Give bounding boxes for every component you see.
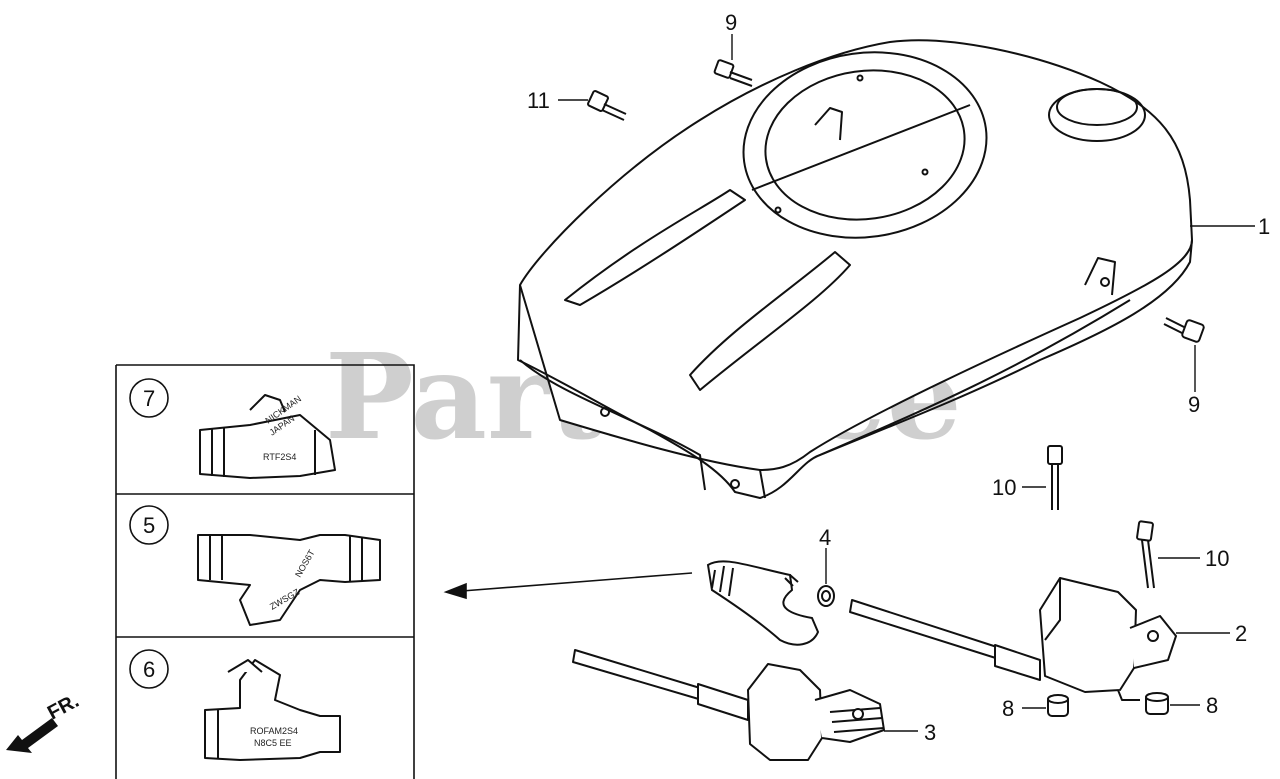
variant-6-code-2: N8C5 EE [254,738,292,748]
variant-7-number-circle [129,378,169,418]
bolt-10-lower [1136,520,1155,589]
callout-1: 1 [1258,214,1270,239]
variant-6: 6 ROFAM2S4 N8C5 EE [129,649,341,761]
variant-6-code: ROFAM2S4 [250,726,298,736]
variant-5-number: 5 [143,513,155,538]
callout-10-lower: 10 [1205,546,1229,571]
injector-variants-panel: 7 NICKMAN JAPAN RTF2S4 5 NOS6T ZWSGZ 6 [115,364,415,779]
front-label: FR. [44,690,83,725]
bolt-9-side [1163,317,1205,343]
callout-8-left: 8 [1002,696,1014,721]
variant-5: 5 NOS6T ZWSGZ [129,505,381,626]
ignition-coil-3 [572,649,885,761]
variant-5-number-circle [129,505,169,545]
callout-9-top: 9 [725,10,737,35]
callout-4: 4 [819,525,831,550]
variant-7-code: RTF2S4 [263,452,296,462]
bolt-9-top [713,59,753,87]
callout-2: 2 [1235,621,1247,646]
leader-lines [558,34,1255,732]
variant-7-number: 7 [143,386,155,411]
blower-shroud [517,39,1193,499]
callout-10-upper: 10 [992,475,1016,500]
front-direction-indicator: FR. [6,690,83,753]
variant-6-number: 6 [143,657,155,682]
front-arrow-icon [6,718,58,753]
ignition-coil-2 [849,577,1177,701]
nut-8-right [1145,692,1169,715]
injector [706,560,820,646]
bolt-10-upper [1047,445,1063,510]
nut-8-left [1047,694,1069,717]
reference-arrow [443,572,693,600]
variant-6-number-circle [129,649,169,689]
variant-7: 7 NICKMAN JAPAN RTF2S4 [129,378,336,479]
callout-3: 3 [924,720,936,745]
callout-8-right: 8 [1206,693,1218,718]
callout-9-side: 9 [1188,392,1200,417]
callout-11: 11 [527,88,550,113]
washer-4 [817,585,835,607]
callout-numbers: 1 2 3 4 8 8 9 9 10 10 11 [527,10,1270,745]
bolt-11 [587,90,627,121]
